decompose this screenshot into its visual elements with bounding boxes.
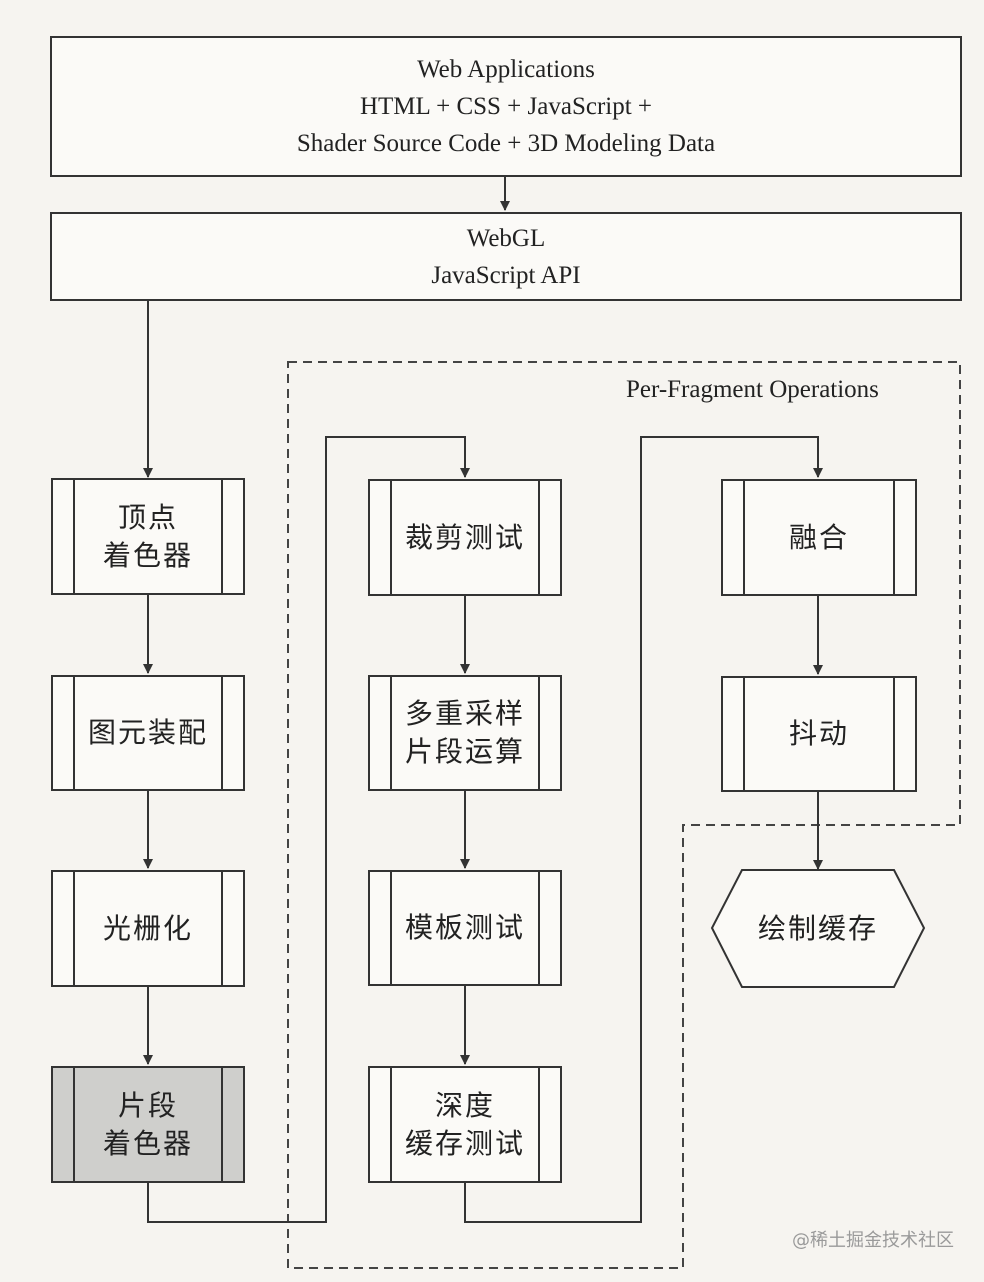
blending-box: 融合 [721,479,917,596]
multisample-line1: 多重采样 [404,697,525,730]
arrow-fragment-to-scissor [147,436,470,1223]
per-fragment-label: Per-Fragment Operations [626,376,879,403]
per-fragment-group-border [287,361,961,1269]
depth-test-box: 深度 缓存测试 [368,1066,562,1183]
depth-test-line1: 深度 [434,1088,495,1122]
framebuffer-label-wrap: 绘制缓存 [712,870,924,987]
framebuffer-hexagon [710,869,926,988]
depth-test-line2: 缓存测试 [404,1126,525,1160]
vertex-shader-line2: 着色器 [102,538,193,572]
stencil-test-box: 模板测试 [368,870,562,986]
webgl-api-box: WebGL JavaScript API [50,212,962,301]
vertex-shader-box: 顶点 着色器 [51,478,245,595]
watermark: @稀土掘金技术社区 [792,1230,954,1251]
scissor-test-label: 裁剪测试 [404,520,525,554]
web-applications-tech: HTML + CSS + JavaScript + [359,93,653,120]
arrow-depth-to-blend [464,436,823,1223]
web-applications-title: Web Applications [417,56,595,83]
multisample-box: 多重采样 片段运算 [368,675,562,791]
web-applications-data: Shader Source Code + 3D Modeling Data [296,130,716,157]
scissor-test-box: 裁剪测试 [368,479,562,596]
fragment-shader-box: 片段 着色器 [51,1066,245,1183]
primitive-assembly-box: 图元装配 [51,675,245,791]
framebuffer-label: 绘制缓存 [757,911,878,945]
blending-label: 融合 [788,520,849,554]
stencil-test-label: 模板测试 [404,911,525,944]
vertex-shader-line1: 顶点 [117,500,178,534]
rasterization-label: 光栅化 [102,911,193,945]
dithering-label: 抖动 [788,717,849,750]
multisample-line2: 片段运算 [404,735,525,768]
dithering-box: 抖动 [721,676,917,792]
web-applications-box: Web Applications HTML + CSS + JavaScript… [50,36,962,177]
webgl-subtitle: JavaScript API [431,261,581,289]
rasterization-box: 光栅化 [51,870,245,987]
primitive-assembly-label: 图元装配 [87,716,208,749]
fragment-shader-line1: 片段 [117,1088,178,1122]
fragment-shader-line2: 着色器 [102,1126,193,1160]
webgl-title: WebGL [466,224,546,252]
